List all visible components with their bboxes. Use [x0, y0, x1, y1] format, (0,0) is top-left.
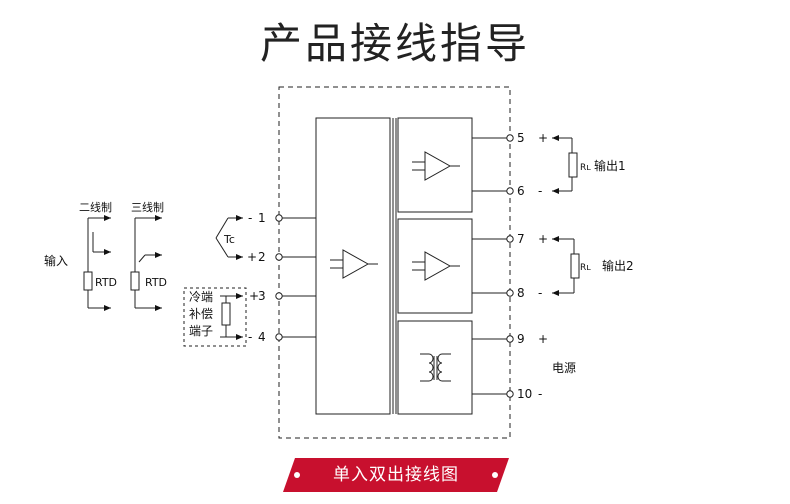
cold-junction-line-3: 端子 — [189, 324, 213, 338]
amplifier-icon — [330, 249, 378, 279]
cold-junction-line-1: 冷端 — [189, 290, 213, 304]
load2-label: 输出2 — [602, 258, 634, 273]
terminal-4 — [275, 333, 283, 341]
load2-rl-label: Rʟ — [580, 263, 591, 273]
terminal-9-sign: + — [538, 332, 548, 346]
terminal-10 — [506, 390, 514, 398]
terminal-4-sign: - — [248, 330, 252, 344]
terminal-8-sign: - — [538, 286, 542, 300]
load1-wiring — [552, 135, 578, 194]
input-amplifier-block — [315, 117, 391, 415]
terminal-8 — [506, 289, 514, 297]
three-wire-rtd-wiring — [130, 215, 162, 311]
terminal-6-number: 6 — [517, 184, 525, 198]
internal-wiring — [472, 137, 510, 395]
footer-banner: 单入双出接线图 — [283, 458, 509, 492]
load1-rl-label: Rʟ — [580, 163, 591, 173]
thermocouple-wiring — [215, 215, 243, 260]
two-wire-rtd-label: RTD — [95, 276, 117, 289]
terminal-8-number: 8 — [517, 286, 525, 300]
terminal-3-number: 3 — [258, 289, 266, 303]
two-wire-label: 二线制 — [79, 200, 112, 214]
terminal-2 — [275, 253, 283, 261]
input-label: 输入 — [44, 253, 68, 268]
transformer-icon — [420, 353, 451, 382]
terminal-5-sign: + — [538, 131, 548, 145]
power-label: 电源 — [552, 361, 576, 375]
load2-wiring — [552, 236, 580, 296]
cold-junction-box — [183, 287, 247, 347]
footer-banner-shape — [283, 458, 509, 492]
amplifier-icon — [412, 251, 460, 281]
terminal-10-sign: - — [538, 387, 542, 401]
terminal-2-number: 2 — [258, 250, 266, 264]
load1-label: 输出1 — [594, 158, 626, 173]
terminal-3 — [275, 292, 283, 300]
terminal-5 — [506, 134, 514, 142]
power-block — [397, 320, 473, 415]
terminal-9 — [506, 335, 514, 343]
terminal-1-number: 1 — [258, 211, 266, 225]
terminal-6-sign: - — [538, 184, 542, 198]
terminal-3-sign: + — [249, 289, 259, 303]
three-wire-rtd-label: RTD — [145, 276, 167, 289]
terminal-6 — [506, 187, 514, 195]
terminal-4-number: 4 — [258, 330, 266, 344]
terminal-9-number: 9 — [517, 332, 525, 346]
output2-block — [397, 218, 473, 314]
cold-junction-wiring — [220, 293, 243, 340]
three-wire-label: 三线制 — [131, 200, 164, 214]
terminal-10-number: 10 — [517, 387, 532, 401]
input-terminal-wiring — [282, 217, 316, 338]
output1-block — [397, 117, 473, 213]
terminal-7 — [506, 235, 514, 243]
tc-label: Tc — [223, 233, 235, 246]
terminal-5-number: 5 — [517, 131, 525, 145]
module-enclosure — [278, 86, 511, 439]
page-title: 产品接线指导 — [259, 19, 530, 68]
terminal-2-sign: + — [247, 250, 257, 264]
amplifier-icon — [412, 151, 460, 181]
terminal-1-sign: - — [248, 211, 252, 225]
terminal-7-number: 7 — [517, 232, 525, 246]
terminal-1 — [275, 214, 283, 222]
footer-label: 单入双出接线图 — [333, 465, 459, 485]
two-wire-rtd-wiring — [83, 215, 111, 311]
cold-junction-line-2: 补偿 — [189, 306, 213, 321]
terminal-7-sign: + — [538, 232, 548, 246]
